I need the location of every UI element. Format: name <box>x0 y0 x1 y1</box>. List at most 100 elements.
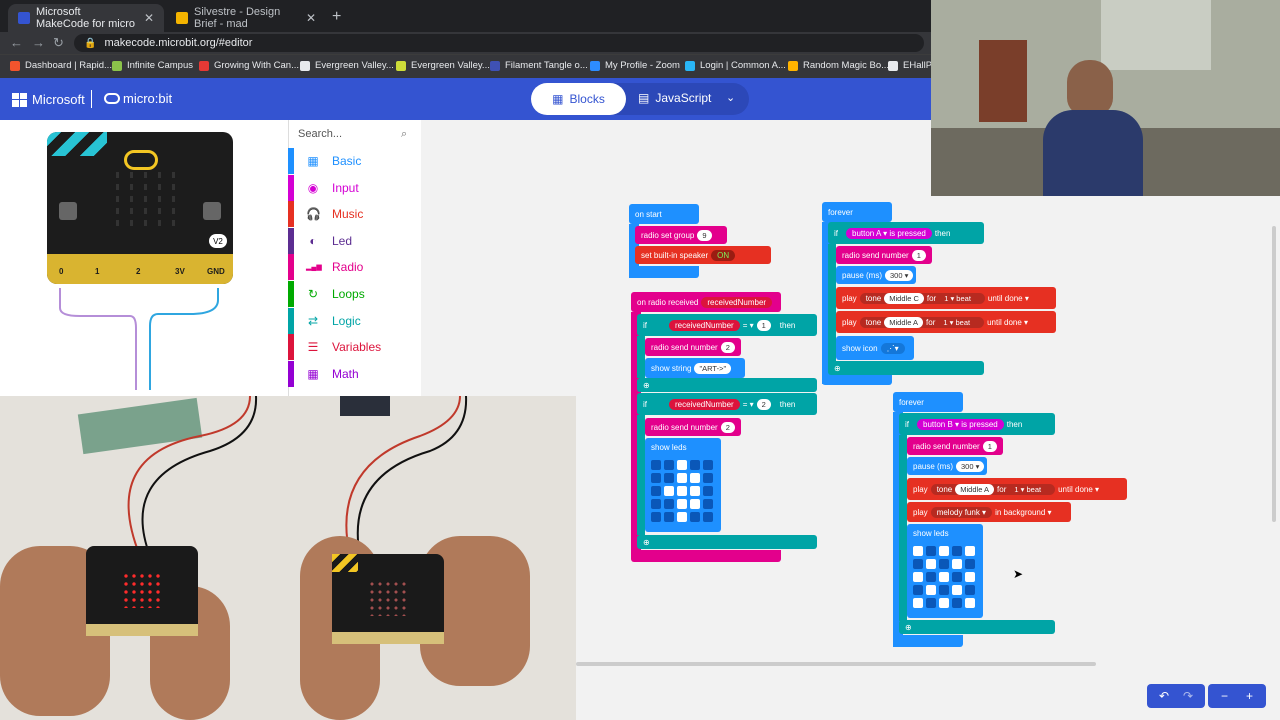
led-cell[interactable] <box>926 598 936 608</box>
led-editor-grid[interactable] <box>651 460 713 522</box>
led-cell[interactable] <box>677 486 687 496</box>
reload-icon[interactable]: ↻ <box>53 35 64 50</box>
led-cell[interactable] <box>965 572 975 582</box>
led-cell[interactable] <box>965 546 975 556</box>
bookmark-item[interactable]: EHallPa <box>888 60 937 71</box>
led-cell[interactable] <box>913 585 923 595</box>
close-icon[interactable]: ✕ <box>305 11 316 25</box>
number-value[interactable]: 1 <box>982 440 997 452</box>
equals-dropdown[interactable]: = ▾ <box>742 399 754 409</box>
led-cell[interactable] <box>664 460 674 470</box>
string-value[interactable]: "ART->" <box>694 362 732 374</box>
button-a-condition[interactable]: button A ▾ is pressed <box>846 227 932 239</box>
led-cell[interactable] <box>690 499 700 509</box>
led-cell[interactable] <box>677 512 687 522</box>
note-value[interactable]: Middle C <box>884 292 924 304</box>
zoom-in-icon[interactable]: + <box>1246 689 1254 703</box>
pause-value[interactable]: 300 ▾ <box>885 269 914 281</box>
microsoft-logo[interactable]: Microsoft <box>12 92 85 107</box>
led-cell[interactable] <box>926 585 936 595</box>
bookmark-item[interactable]: Evergreen Valley... <box>396 60 490 71</box>
plus-icon[interactable]: ⊕ <box>905 622 912 632</box>
pause-block[interactable]: pause (ms)300 ▾ <box>907 457 987 475</box>
icon-dropdown[interactable]: ⋰▾ <box>880 342 905 354</box>
toolbox-category-logic[interactable]: ⇄Logic <box>288 307 421 334</box>
toolbox-category-variables[interactable]: ☰Variables <box>288 334 421 361</box>
chevron-down-icon[interactable]: ⌄ <box>726 92 736 104</box>
led-cell[interactable] <box>952 585 962 595</box>
toolbox-category-math[interactable]: ▦Math <box>288 360 421 387</box>
led-cell[interactable] <box>651 473 661 483</box>
led-cell[interactable] <box>703 473 713 483</box>
led-cell[interactable] <box>651 512 661 522</box>
undo-icon[interactable]: ↶ <box>1158 689 1169 703</box>
group-value[interactable]: 9 <box>697 229 712 241</box>
led-cell[interactable] <box>939 572 949 582</box>
search-input[interactable]: Search... <box>298 128 343 140</box>
led-cell[interactable] <box>926 559 936 569</box>
led-cell[interactable] <box>690 460 700 470</box>
number-value[interactable]: 2 <box>720 341 735 353</box>
show-string-block[interactable]: show string"ART->" <box>645 358 745 378</box>
led-cell[interactable] <box>664 499 674 509</box>
bookmark-item[interactable]: Filament Tangle o... <box>490 60 588 71</box>
led-cell[interactable] <box>703 460 713 470</box>
bookmark-item[interactable]: Growing With Can... <box>199 60 299 71</box>
led-cell[interactable] <box>690 486 700 496</box>
toolbox-category-loops[interactable]: ↻Loops <box>288 281 421 307</box>
redo-icon[interactable]: ↷ <box>1183 689 1194 703</box>
bookmark-item[interactable]: Login | Common A... <box>685 60 786 71</box>
led-cell[interactable] <box>913 559 923 569</box>
beat-value[interactable]: 1 ▾ beat <box>943 317 971 327</box>
led-cell[interactable] <box>651 486 661 496</box>
microbit-logo[interactable]: micro:bit <box>104 91 172 106</box>
blocks-button[interactable]: ▦ Blocks <box>531 83 626 115</box>
bookmark-item[interactable]: My Profile - Zoom <box>590 60 680 71</box>
variable-value[interactable]: receivedNumber <box>669 319 740 331</box>
on-start-block[interactable]: on start <box>629 204 699 224</box>
toolbox-category-led[interactable]: ◐Led <box>288 227 421 254</box>
led-cell[interactable] <box>965 598 975 608</box>
show-icon-block[interactable]: show icon⋰▾ <box>836 336 914 360</box>
button-b-condition[interactable]: button B ▾ is pressed <box>917 418 1004 430</box>
led-cell[interactable] <box>677 499 687 509</box>
bookmark-item[interactable]: Random Magic Bo... <box>788 60 889 71</box>
led-cell[interactable] <box>664 486 674 496</box>
forward-icon[interactable]: → <box>32 35 45 50</box>
plus-icon[interactable]: ⊕ <box>643 380 650 390</box>
until-done-dropdown[interactable]: until done ▾ <box>1058 484 1100 494</box>
note-value[interactable]: Middle A <box>955 483 995 495</box>
zoom-out-icon[interactable]: − <box>1220 689 1228 703</box>
close-icon[interactable]: ✕ <box>143 11 154 25</box>
led-cell[interactable] <box>939 598 949 608</box>
forever-block-a[interactable]: forever <box>822 202 892 222</box>
logo-touch-sensor[interactable] <box>124 150 158 170</box>
led-cell[interactable] <box>703 499 713 509</box>
toolbox-category-radio[interactable]: ▂▄▆Radio <box>288 254 421 281</box>
led-cell[interactable] <box>926 572 936 582</box>
number-value[interactable]: 2 <box>720 421 735 433</box>
number-value[interactable]: 1 <box>911 249 926 261</box>
button-b[interactable] <box>203 202 221 220</box>
horizontal-scrollbar[interactable] <box>576 662 1096 666</box>
led-editor-grid[interactable] <box>913 546 975 608</box>
number-value[interactable]: 2 <box>756 398 771 410</box>
led-cell[interactable] <box>664 473 674 483</box>
vertical-scrollbar[interactable] <box>1272 226 1276 522</box>
tab-makecode[interactable]: Microsoft MakeCode for micro ✕ <box>8 4 164 32</box>
new-tab-icon[interactable]: + <box>332 8 342 25</box>
led-cell[interactable] <box>952 598 962 608</box>
led-cell[interactable] <box>952 559 962 569</box>
melody-dropdown[interactable]: melody funk ▾ <box>930 506 993 518</box>
led-cell[interactable] <box>690 473 700 483</box>
search-icon[interactable]: ⌕ <box>401 128 408 140</box>
forever-block-b[interactable]: forever <box>893 392 963 412</box>
